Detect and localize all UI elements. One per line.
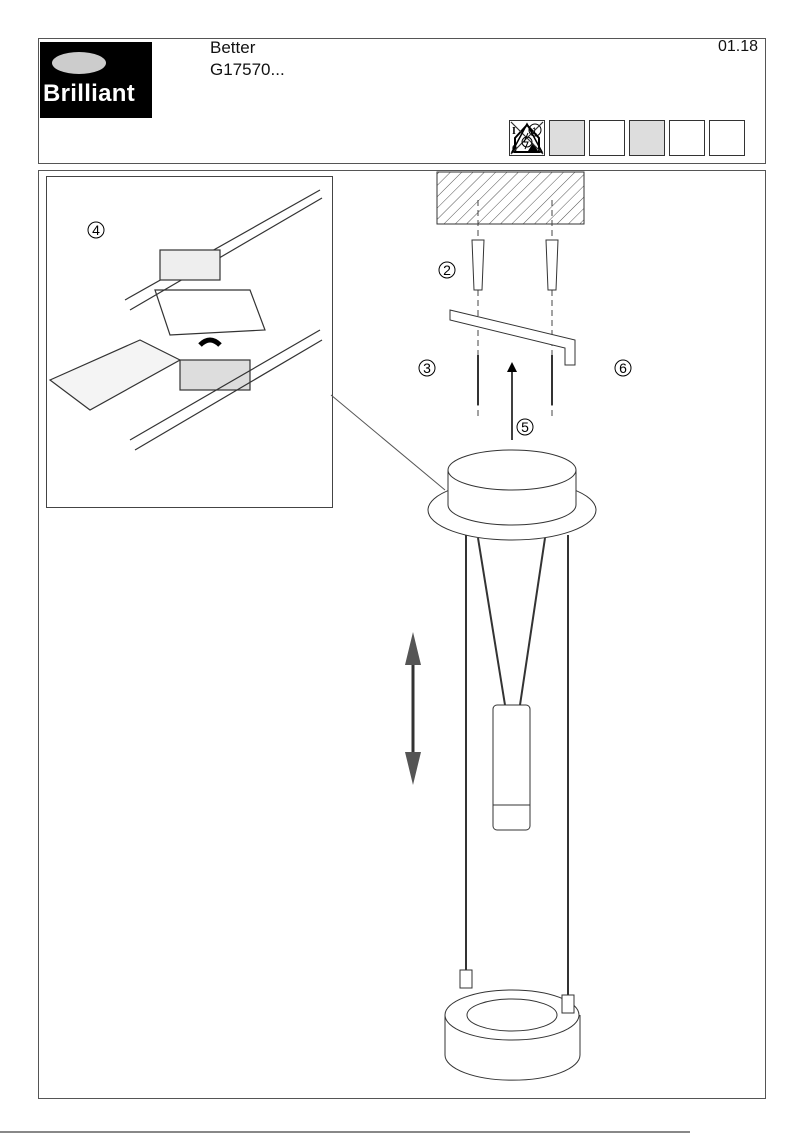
product-name: Better bbox=[210, 38, 256, 57]
drill-axes bbox=[477, 200, 553, 420]
mounting-bracket bbox=[449, 309, 576, 366]
wiring-detail-inset bbox=[46, 176, 333, 508]
wiring-sketch bbox=[48, 189, 323, 451]
safety-icons: I01 bbox=[509, 120, 745, 156]
no-touch-hot-icon bbox=[510, 120, 665, 156]
footer-line bbox=[0, 1131, 690, 1133]
height-adjust-arrow bbox=[405, 632, 421, 785]
article-number: G17570... bbox=[210, 60, 285, 79]
step-3-label: 3 bbox=[423, 360, 431, 376]
detail-leader-line bbox=[330, 394, 446, 491]
electric-hazard-icon bbox=[510, 120, 745, 156]
screws bbox=[477, 355, 553, 405]
ceiling-block bbox=[436, 171, 585, 225]
step-labels: 4 2 3 5 6 bbox=[87, 221, 632, 436]
brand-name: Brilliant bbox=[43, 80, 136, 107]
brand-tagline: THE JEWEL IN LIGHTING bbox=[40, 111, 137, 118]
header-box bbox=[38, 38, 766, 164]
assembly-diagram-box bbox=[38, 170, 766, 1099]
pendant-cylinder bbox=[492, 704, 531, 831]
svg-text:I: I bbox=[512, 126, 516, 137]
step-2-label: 2 bbox=[443, 262, 451, 278]
step-4-label: 4 bbox=[92, 222, 100, 238]
wall-plugs bbox=[471, 239, 559, 291]
suspension-cables bbox=[465, 535, 569, 1000]
step-6-label: 6 bbox=[619, 360, 627, 376]
brand-logo: Brilliant bbox=[40, 42, 152, 118]
step-5-label: 5 bbox=[521, 419, 529, 435]
document-date: 01.18 bbox=[718, 38, 759, 55]
